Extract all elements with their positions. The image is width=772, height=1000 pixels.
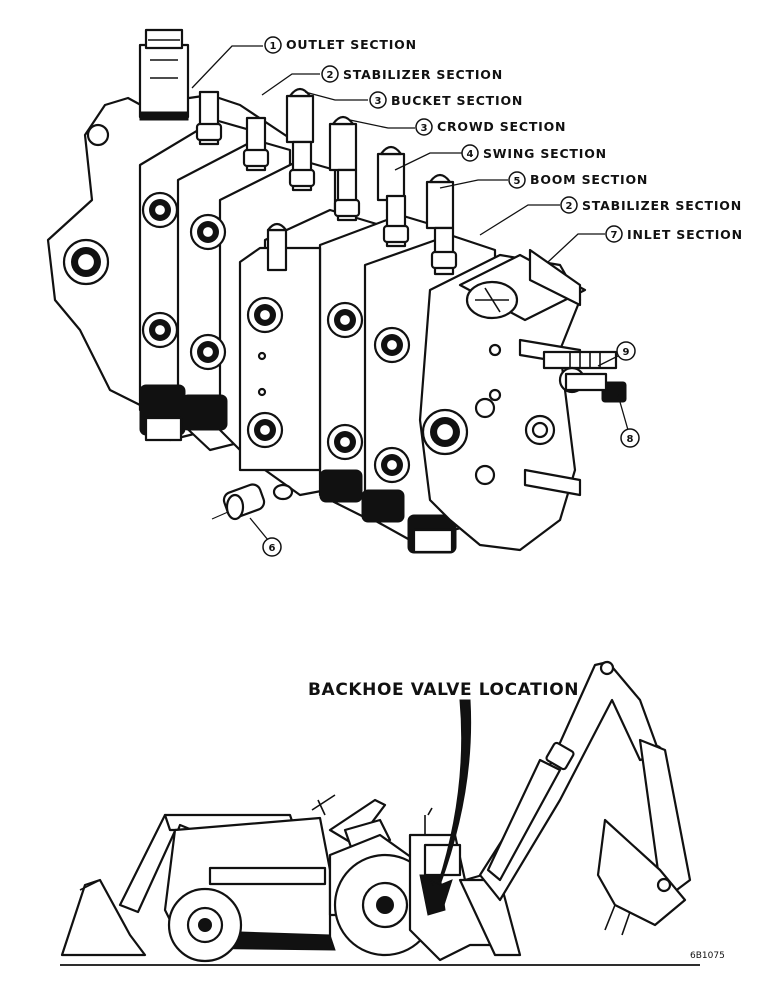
label-text: STABILIZER SECTION — [343, 67, 503, 82]
backhoe-valve-location-label: BACKHOE VALVE LOCATION — [308, 680, 579, 700]
label-text: SWING SECTION — [483, 146, 607, 161]
label-num: 5 — [514, 176, 521, 187]
callout-circle — [620, 428, 640, 448]
part-callouts: 9 8 6 — [262, 341, 640, 557]
callout-6: 6 — [269, 543, 276, 554]
label-boom-section: 5 BOOM SECTION — [508, 171, 648, 189]
label-stabilizer-section-top: 2 STABILIZER SECTION — [321, 65, 503, 83]
callout-8: 8 — [627, 434, 634, 445]
valve-section-labels: 1 OUTLET SECTION 2 STABILIZER SECTION 3 … — [264, 36, 743, 243]
label-text: OUTLET SECTION — [286, 37, 417, 52]
backhoe-tractor — [60, 660, 700, 966]
label-num: 2 — [327, 70, 334, 81]
label-num: 7 — [611, 230, 618, 241]
label-text: CROWD SECTION — [437, 119, 566, 134]
callout-circle — [616, 341, 636, 361]
leader-lines — [191, 45, 629, 541]
label-num: 4 — [467, 149, 474, 160]
label-swing-section: 4 SWING SECTION — [461, 144, 607, 162]
label-stabilizer-section-bottom: 2 STABILIZER SECTION — [560, 196, 742, 214]
label-num: 3 — [375, 96, 382, 107]
callout-circle — [262, 537, 282, 557]
label-inlet-section: 7 INLET SECTION — [605, 225, 743, 243]
label-text: INLET SECTION — [627, 227, 743, 242]
label-crowd-section: 3 CROWD SECTION — [415, 118, 566, 136]
label-text: BOOM SECTION — [530, 172, 648, 187]
label-bucket-section: 3 BUCKET SECTION — [369, 91, 523, 109]
figure-code: 6B1075 — [690, 951, 725, 961]
label-num: 2 — [566, 201, 573, 212]
label-num: 1 — [270, 41, 277, 52]
label-num: 3 — [421, 123, 428, 134]
label-outlet-section: 1 OUTLET SECTION — [264, 36, 417, 54]
valve-assembly — [46, 28, 627, 554]
label-text: BUCKET SECTION — [391, 93, 523, 108]
label-text: STABILIZER SECTION — [582, 198, 742, 213]
callout-9: 9 — [623, 347, 630, 358]
